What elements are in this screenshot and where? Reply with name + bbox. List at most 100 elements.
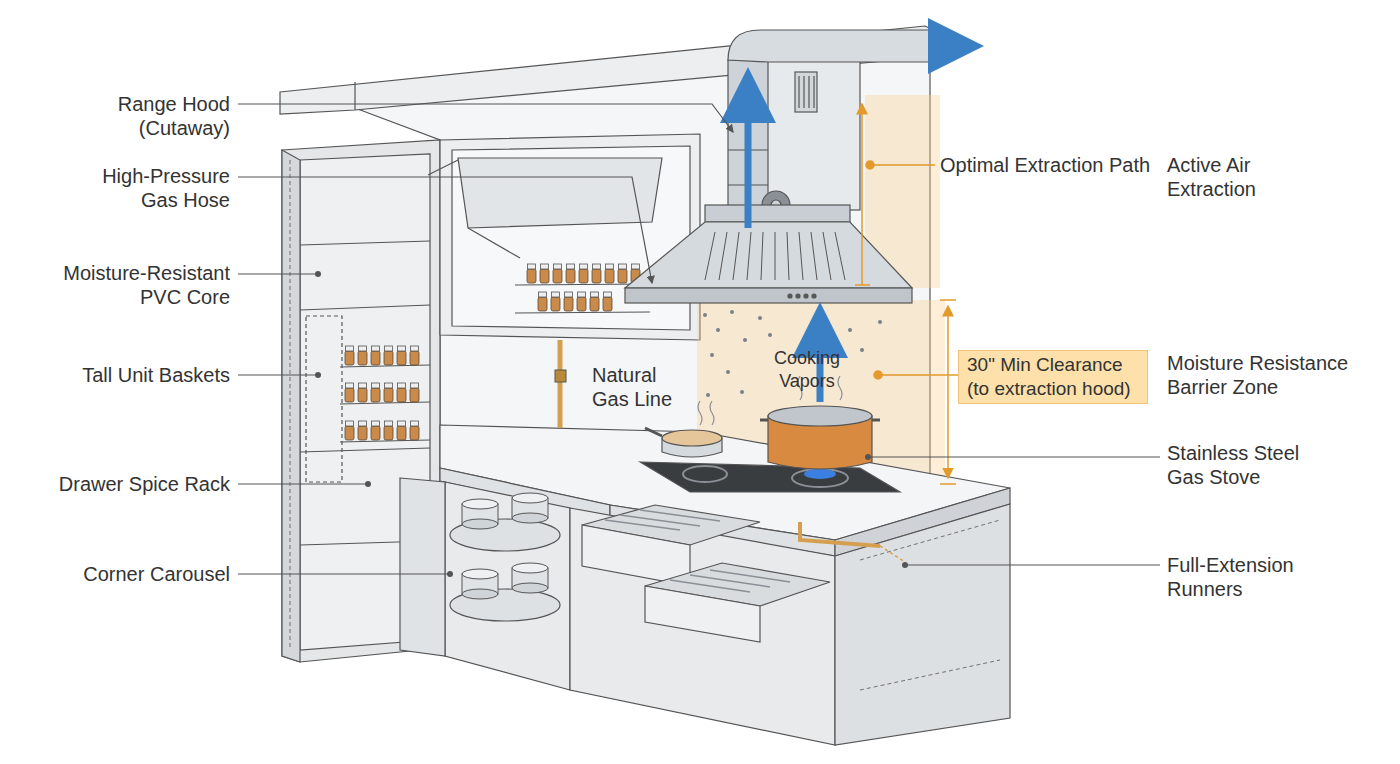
spice-jars (553, 264, 562, 283)
dimension-lines (940, 483, 956, 485)
spice-jars (345, 383, 354, 402)
range-hood (787, 232, 789, 280)
vapor-marks (706, 393, 710, 397)
tall-unit (306, 316, 342, 482)
tall-unit (300, 448, 430, 452)
range-hood (761, 232, 763, 280)
leader-dots (365, 481, 371, 487)
leader-lines (238, 104, 1160, 574)
part-label: Moisture-Resistant PVC Core (48, 261, 230, 309)
wall-cabinet (440, 134, 700, 340)
spice-jars (564, 292, 573, 311)
part-label: Range Hood (Cutaway) (105, 92, 230, 140)
base-cabinets (835, 504, 1010, 745)
gas-stove (760, 419, 768, 422)
wall-cabinet (458, 158, 662, 228)
spice-jars (397, 421, 406, 440)
leader-dots (315, 372, 321, 378)
base-cabinets (400, 425, 1010, 745)
leader-lines (238, 483, 368, 484)
spice-jars (358, 346, 367, 365)
spice-jars (538, 292, 547, 311)
spice-jars (345, 346, 354, 365)
range-hood (812, 294, 816, 298)
base-cabinets (860, 660, 1000, 690)
spice-jars (371, 383, 380, 402)
gas-line (555, 370, 566, 382)
tall-unit (300, 241, 430, 245)
range-hood (775, 232, 776, 280)
spice-jars (579, 264, 588, 283)
range-hood (705, 232, 845, 280)
air-flow-arrow (748, 46, 956, 228)
spice-jars (551, 292, 560, 311)
range-hood (813, 76, 814, 108)
range-hood (625, 30, 947, 303)
carousel-pots (462, 499, 498, 529)
gas-line (880, 546, 905, 562)
part-label: Natural Gas Line (592, 363, 684, 411)
clearance-box: 30" Min Clearance (to extraction hood) (958, 350, 1148, 404)
vapor-marks (878, 320, 882, 324)
range-hood (835, 232, 845, 280)
range-hood (719, 232, 727, 280)
spice-jars (358, 383, 367, 402)
spice-jars (410, 383, 419, 402)
leader-lines (868, 456, 1160, 457)
gas-stove (683, 466, 727, 482)
dimension-lines (947, 306, 949, 478)
gas-line (558, 340, 563, 428)
range-hood (811, 232, 817, 280)
range-hood (798, 76, 799, 108)
spice-jars (590, 292, 599, 311)
part-label: Optimal Extraction Path (940, 153, 1160, 177)
range-hood (625, 222, 912, 288)
part-label: Drawer Spice Rack (10, 472, 230, 496)
gas-stove (645, 428, 662, 436)
base-cabinets (445, 482, 570, 690)
range-hood (808, 76, 809, 108)
range-hood (705, 232, 715, 280)
part-label: High-Pressure Gas Hose (90, 164, 230, 212)
spice-jars (618, 264, 627, 283)
vapor-marks (860, 348, 864, 352)
spice-jars (345, 346, 419, 440)
tall-unit (300, 305, 430, 310)
dimension-lines (855, 284, 870, 286)
vapor-marks (710, 353, 714, 357)
base-cabinets (710, 570, 790, 582)
tall-unit (282, 150, 300, 662)
dimension-lines (940, 299, 956, 301)
part-label: Tall Unit Baskets (10, 363, 230, 387)
range-hood (803, 76, 804, 108)
gas-stove (662, 430, 722, 446)
spice-jars (603, 292, 612, 311)
spice-jars (527, 264, 536, 283)
spice-jars (345, 421, 354, 440)
base-cabinets (400, 478, 445, 656)
carousel-pots (462, 569, 498, 599)
part-label: Stainless Steel Gas Stove (1167, 441, 1325, 489)
leader-lines (238, 273, 318, 274)
part-label: Full-Extension Runners (1167, 553, 1319, 601)
vapor-marks (703, 313, 707, 317)
spice-jars (410, 421, 419, 440)
range-hood (733, 232, 739, 280)
spice-jars (384, 383, 393, 402)
range-hood (823, 232, 831, 280)
vapor-marks (698, 310, 882, 425)
vapor-marks (743, 338, 747, 342)
part-label: Cooking Vapors (763, 347, 851, 393)
leader-dots (447, 571, 453, 577)
leader-dots (315, 271, 321, 277)
leader-lines (238, 177, 652, 283)
carousel-pots (512, 493, 548, 523)
gas-stove (872, 419, 880, 422)
spice-jars (540, 264, 549, 283)
air-flow-arrow (946, 43, 956, 50)
tall-unit (290, 160, 291, 650)
gas-line (555, 340, 905, 562)
vapor-marks (730, 310, 734, 314)
base-cabinets (860, 520, 1000, 560)
